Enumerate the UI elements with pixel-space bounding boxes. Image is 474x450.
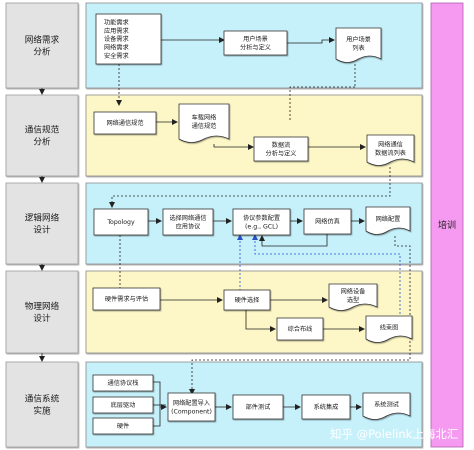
box-label: 硬件选择 xyxy=(235,296,261,304)
box-label: 功能需求 xyxy=(104,18,129,26)
stage-label-physical-design: 物理网络 xyxy=(25,300,60,312)
arrow-stack-to-import xyxy=(153,381,167,410)
box-label: 网络配置 xyxy=(376,215,401,223)
box-config-import: 网络配置导入(Component) xyxy=(167,392,216,422)
box-topology: Topology xyxy=(93,208,149,236)
box-label: 列表 xyxy=(352,44,364,52)
box-label: 线束图 xyxy=(380,324,399,332)
box-label: 网络通信 xyxy=(378,141,403,149)
box-label: (e.g., GCL) xyxy=(245,223,278,230)
box-label: 网络设备 xyxy=(341,288,367,296)
box-label: 分析与定义 xyxy=(266,149,297,157)
arrow-hwselect-to-routing xyxy=(245,310,276,332)
training-label: 培训 xyxy=(438,219,456,231)
box-label: 部件测试 xyxy=(246,403,271,411)
box-label: Topology xyxy=(106,219,135,226)
box-label: 应用需求 xyxy=(104,27,129,35)
stage-panel-comm-impl xyxy=(5,361,79,448)
panel-comm-spec xyxy=(85,94,423,177)
box-label: 车载网络 xyxy=(192,114,217,122)
box-label: 网络配置导入 xyxy=(173,399,210,407)
box-label: 数据流 xyxy=(272,141,291,149)
box-routing: 综合布线 xyxy=(276,317,324,341)
box-component-test: 部件测试 xyxy=(232,394,284,420)
stage-label-physical-design: 设计 xyxy=(33,312,51,324)
box-wiring: 线束图 xyxy=(365,315,413,343)
process-boxes: 功能需求应用需求设备需求网络需求安全需求用户场景分析与定义用户场景列表网络通信规… xyxy=(92,13,415,435)
box-label: 分析与定义 xyxy=(240,43,271,51)
stage-panel-logic-design xyxy=(5,182,79,265)
stage-label-comm-impl: 通信系统 xyxy=(25,393,60,405)
box-label: 系统集成 xyxy=(314,403,339,411)
arrow-vehicle-to-dataflow xyxy=(213,144,254,150)
arrow-config-to-import xyxy=(189,236,411,395)
box-label: 应用协议 xyxy=(176,222,202,230)
arrow-hardware-to-import xyxy=(153,407,161,427)
stage-label-comm-spec: 通信规范 xyxy=(25,124,60,136)
box-label: 系统测试 xyxy=(374,401,399,409)
box-net-sim: 网络仿真 xyxy=(303,208,352,235)
box-protocol-config: 协议参数配置(e.g., GCL) xyxy=(232,208,291,236)
stage-panel-network-req xyxy=(5,2,79,89)
box-label: 通信规范 xyxy=(192,122,217,130)
arrow-sim-loop xyxy=(259,234,328,247)
arrow-netlist-down xyxy=(109,167,391,208)
box-sys-test: 系统测试 xyxy=(362,392,411,420)
stage-label-comm-impl: 实施 xyxy=(33,405,51,417)
box-label: 选型 xyxy=(347,296,359,304)
box-label: 网络仿真 xyxy=(315,218,340,226)
box-hw-req: 硬件需求与评估 xyxy=(92,287,161,311)
box-label: 硬件 xyxy=(117,422,129,430)
stage-label-logic-design: 设计 xyxy=(33,224,51,236)
box-hw-select: 硬件选择 xyxy=(223,289,271,311)
stage-label-network-req: 网络需求 xyxy=(25,34,60,46)
arrow-scenario-to-list xyxy=(287,37,335,44)
box-label: 安全需求 xyxy=(104,52,129,60)
feedback-wiring-to-protocol xyxy=(252,234,401,318)
stage-label-comm-spec: 分析 xyxy=(33,136,51,148)
box-label: 用户场景 xyxy=(346,36,371,44)
box-label: 选择网络通信 xyxy=(169,214,206,222)
box-label: 数据流列表 xyxy=(375,149,406,157)
arrow-list-down xyxy=(289,64,356,120)
box-label: 网络需求 xyxy=(104,44,129,52)
watermark-text: 知乎 @Polelink上海北汇 xyxy=(330,427,458,441)
box-low-driver: 底层驱动 xyxy=(92,396,154,414)
box-label: 设备需求 xyxy=(104,35,129,43)
box-net-config: 网络配置 xyxy=(365,206,411,235)
box-sys-integration: 系统集成 xyxy=(301,394,351,420)
stage-panel-comm-spec xyxy=(5,94,79,177)
stage-panel-physical-design xyxy=(5,270,79,354)
box-label: 网络通信规范 xyxy=(106,119,143,127)
box-label: 协议参数配置 xyxy=(243,214,280,222)
stage-label-logic-design: 逻辑网络 xyxy=(25,212,60,224)
stage-label-network-req: 分析 xyxy=(33,46,51,58)
box-label: 综合布线 xyxy=(288,325,313,333)
box-label: (Component) xyxy=(171,408,212,415)
box-net-comm-spec: 网络通信规范 xyxy=(93,111,157,135)
box-hardware: 硬件 xyxy=(92,417,154,435)
box-label: 底层驱动 xyxy=(111,401,136,409)
box-label: 硬件需求与评估 xyxy=(105,295,148,303)
connectors xyxy=(99,37,411,427)
training-bar xyxy=(430,2,464,448)
box-label: 用户场景 xyxy=(243,35,268,43)
box-label: 通信协议栈 xyxy=(108,379,139,387)
box-protocol-stack: 通信协议栈 xyxy=(92,374,154,392)
